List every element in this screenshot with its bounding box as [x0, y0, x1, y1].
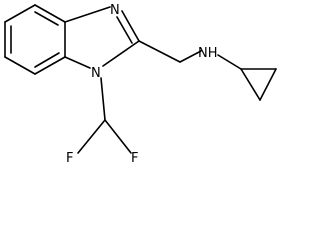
double-bond-n3-c2-inner	[116, 16, 133, 44]
atom-label-imidazole-n1: N	[91, 66, 101, 81]
atom-label-amine-nh: NH	[198, 46, 218, 61]
bond-benzene-bottom-right	[34, 56, 66, 75]
double-bond-benzene-bottom-inner	[34, 52, 60, 68]
bond-nh-cyclopropyl	[217, 54, 242, 70]
bond-n1-chf2	[100, 77, 106, 121]
bond-benzene-bottom-left	[4, 56, 36, 75]
bond-cyclopropyl-right	[259, 68, 277, 101]
bond-c3a-n3	[64, 6, 111, 23]
bond-c2-n1	[102, 40, 140, 67]
benzene-ring	[4, 4, 66, 75]
bond-benzene-top-left	[4, 4, 36, 23]
double-bond-benzene-top-inner	[34, 11, 59, 26]
bond-chf2-f-left	[77, 119, 106, 154]
chemical-structure: N N NH F F	[4, 3, 277, 163]
bond-chf2-f-right	[104, 119, 132, 154]
substituents	[77, 40, 242, 154]
atom-label-fluorine-left: F	[66, 151, 73, 163]
bond-n3-c2	[121, 10, 140, 42]
atom-label-imidazole-n3: N	[110, 3, 120, 18]
bond-cyclopropyl-left	[240, 68, 261, 101]
cyclopropyl-ring	[240, 68, 277, 101]
bond-c2-ch2	[138, 40, 181, 63]
atom-label-fluorine-right: F	[131, 151, 138, 163]
bond-benzene-top-right	[34, 4, 66, 23]
bond-n1-c7a	[64, 56, 91, 69]
bond-ch2-nh	[179, 50, 202, 63]
imidazole-ring	[64, 6, 140, 69]
